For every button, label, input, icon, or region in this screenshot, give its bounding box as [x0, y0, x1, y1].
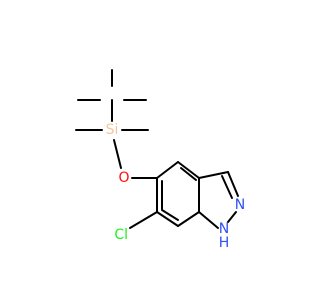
structure-canvas: Si O Cl N N H — [75, 69, 246, 251]
molecule-diagram: Si O Cl N N H — [75, 69, 246, 251]
bond-c4-c3a — [177, 161, 200, 179]
bond-c3a-c3 — [198, 171, 229, 179]
bond-c7-c6-double — [161, 209, 179, 221]
atom-label-nitrogen-1: N — [219, 221, 229, 237]
atom-label-silicon: Si — [106, 122, 119, 138]
atom-label-nitrogen-2: N — [235, 197, 245, 213]
atom-label-chlorine: Cl — [114, 227, 128, 243]
bond-c7-c6 — [156, 211, 179, 227]
bond-c5-c4 — [156, 161, 179, 179]
bond-c3-n2 — [227, 171, 239, 197]
bond-c4-c3a-double — [180, 167, 197, 181]
bond-c6-cl — [129, 211, 158, 229]
bond-c3-n2-double — [221, 175, 233, 199]
bond-n2-n1 — [227, 211, 237, 223]
atom-label-oxygen: O — [118, 170, 129, 186]
bond-n1-c7a — [198, 211, 219, 229]
bond-c7a-c7 — [177, 211, 200, 227]
atom-label-layer: Si O Cl N N H — [106, 122, 246, 251]
bond-si-o — [113, 139, 122, 169]
atom-label-hydrogen: H — [219, 235, 230, 251]
bond-layer — [75, 69, 239, 229]
